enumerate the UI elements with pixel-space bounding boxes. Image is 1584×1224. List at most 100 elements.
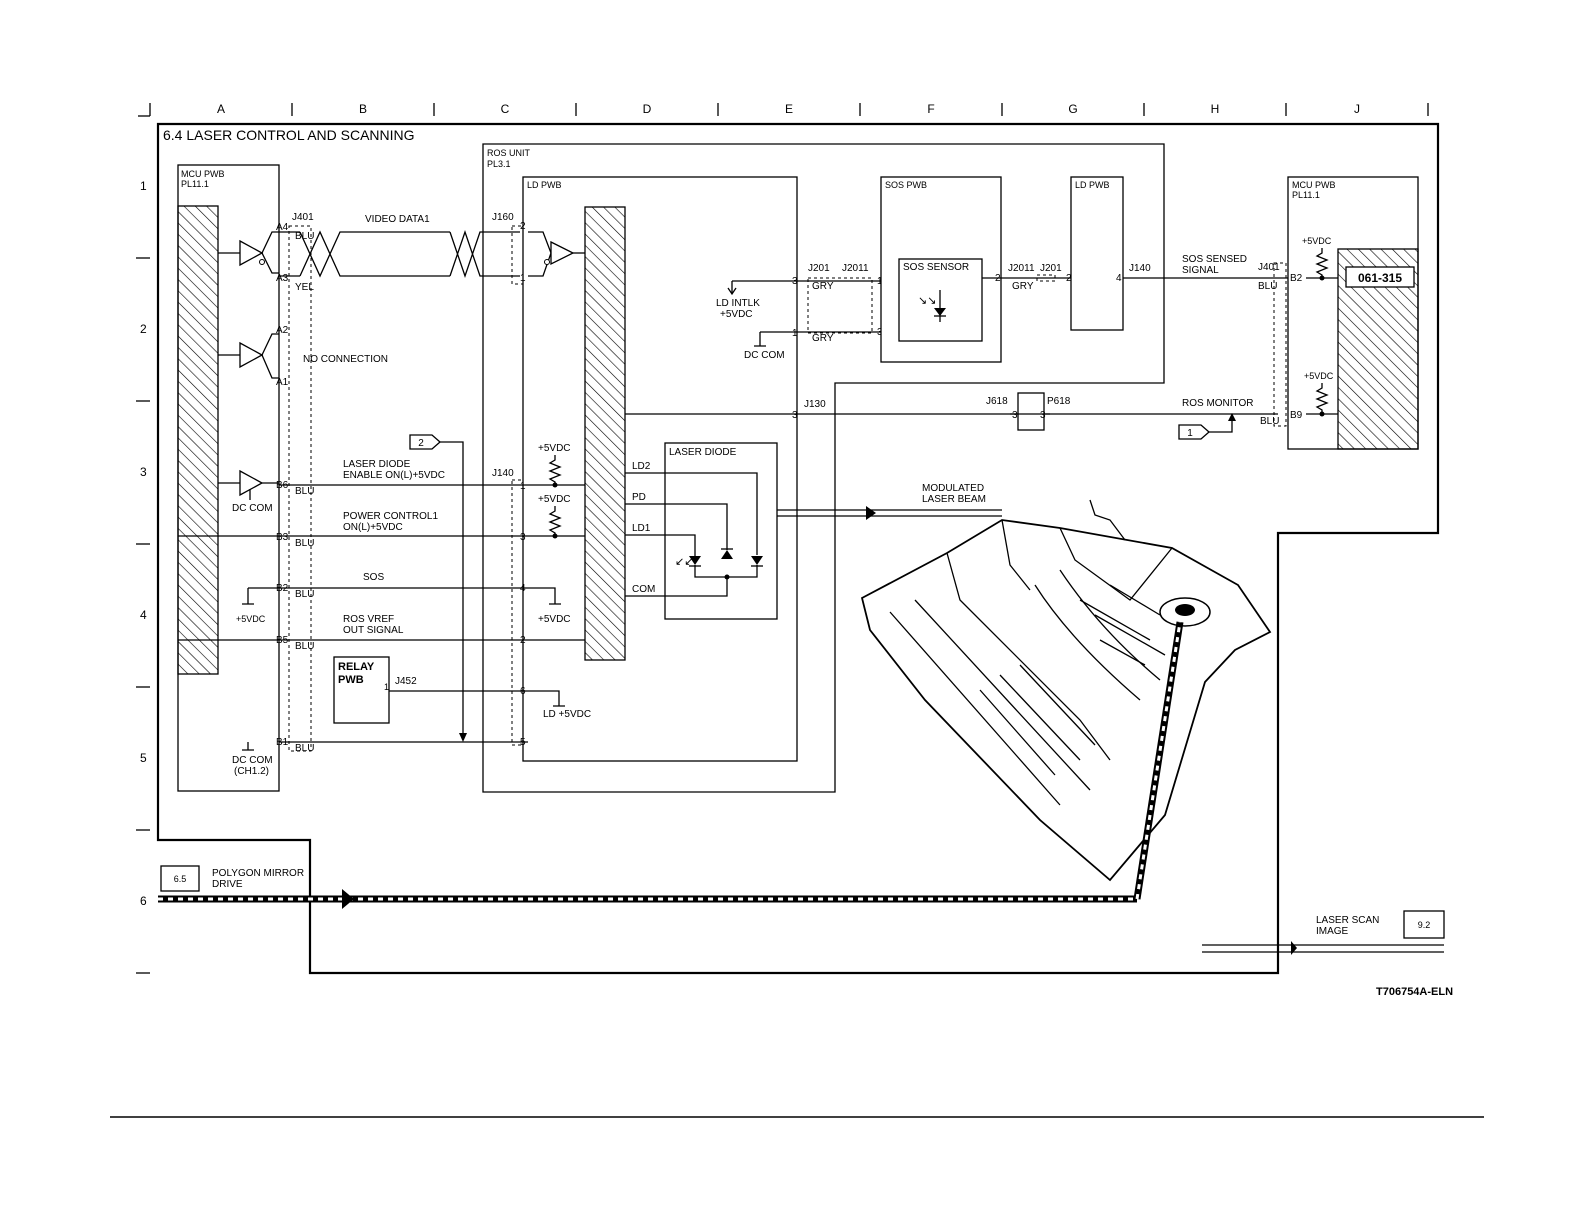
svg-text:ENABLE ON(L)+5VDC: ENABLE ON(L)+5VDC [343, 470, 445, 481]
sos-sensed-signal: SOS SENSED SIGNAL J401 BLU [1182, 254, 1287, 427]
modulated-beam: MODULATED LASER BEAM [777, 483, 1002, 520]
svg-text:J452: J452 [395, 676, 417, 687]
svg-text:PD: PD [632, 492, 646, 503]
svg-text:+5VDC: +5VDC [236, 614, 266, 624]
svg-text:GRY: GRY [812, 333, 834, 344]
svg-text:DC COM: DC COM [744, 350, 785, 361]
buffer-video [218, 231, 279, 274]
svg-text:DRIVE: DRIVE [212, 879, 243, 890]
svg-text:A3: A3 [276, 273, 289, 284]
relay-pwb: RELAY PWB 1 J452 6 LD +5VDC [333, 656, 591, 724]
svg-text:BLU: BLU [295, 231, 314, 242]
svg-text:OUT SIGNAL: OUT SIGNAL [343, 625, 404, 636]
svg-text:BLU: BLU [295, 486, 314, 497]
svg-text:BLU: BLU [1258, 281, 1277, 292]
svg-text:2: 2 [520, 635, 526, 646]
svg-text:SOS SENSED: SOS SENSED [1182, 254, 1247, 265]
svg-text:BLU: BLU [295, 538, 314, 549]
ld-pullups: +5VDC +5VDC [538, 443, 571, 539]
svg-text:LD1: LD1 [632, 523, 651, 534]
sos-pwb: SOS PWB SOS SENSOR ↘↘ [880, 176, 1002, 363]
j618-connector: J618 P618 3 3 [986, 392, 1071, 431]
svg-text:ROS MONITOR: ROS MONITOR [1182, 398, 1253, 409]
row-label: 2 [140, 322, 147, 336]
svg-text:9.2: 9.2 [1418, 920, 1431, 930]
svg-text:LASER DIODE: LASER DIODE [343, 459, 411, 470]
svg-text:DC COM: DC COM [232, 503, 273, 514]
page-title: 6.4 LASER CONTROL AND SCANNING [163, 127, 415, 143]
row-label: 5 [140, 751, 147, 765]
svg-text:PL11.1: PL11.1 [181, 179, 209, 189]
svg-text:+5VDC: +5VDC [538, 494, 571, 505]
svg-text:MODULATED: MODULATED [922, 483, 984, 494]
svg-text:BLU: BLU [1260, 416, 1279, 427]
svg-text:LD PWB: LD PWB [527, 180, 562, 190]
svg-text:P618: P618 [1047, 396, 1071, 407]
svg-text:COM: COM [632, 584, 655, 595]
svg-text:1: 1 [1187, 428, 1193, 439]
svg-text:2: 2 [418, 438, 424, 449]
svg-text:SIGNAL: SIGNAL [1182, 265, 1219, 276]
svg-text:PWB: PWB [338, 674, 364, 686]
svg-text:3: 3 [520, 532, 526, 543]
svg-text:LASER BEAM: LASER BEAM [922, 494, 986, 505]
mcu-pwb-left: MCU PWB PL11.1 [177, 164, 280, 792]
svg-text:+5VDC: +5VDC [538, 614, 571, 625]
svg-text:SOS: SOS [363, 572, 384, 583]
diagram-frame [156, 122, 1440, 975]
svg-text:GRY: GRY [1012, 281, 1034, 292]
svg-text:3: 3 [1012, 410, 1018, 421]
svg-text:3: 3 [1040, 410, 1046, 421]
svg-text:J140: J140 [492, 468, 514, 479]
svg-text:4: 4 [1116, 273, 1122, 284]
buffer-nc [218, 333, 279, 379]
polygon-drive: 6.5 POLYGON MIRROR DRIVE [158, 621, 1184, 909]
col-label: C [501, 102, 510, 116]
svg-text:↘↘: ↘↘ [918, 295, 936, 307]
svg-text:4: 4 [520, 583, 526, 594]
svg-text:2: 2 [995, 273, 1001, 284]
svg-text:SOS PWB: SOS PWB [885, 180, 927, 190]
svg-text:POLYGON MIRROR: POLYGON MIRROR [212, 868, 304, 879]
row-label: 4 [140, 608, 147, 622]
svg-text:BLU: BLU [295, 641, 314, 652]
svg-text:ROS UNIT: ROS UNIT [487, 148, 531, 158]
svg-text:3: 3 [792, 276, 798, 287]
svg-text:LD INTLK: LD INTLK [716, 298, 760, 309]
laser-scan-ref: LASER SCAN IMAGE 9.2 [1202, 910, 1445, 955]
col-label: D [643, 102, 652, 116]
svg-text:LASER SCAN: LASER SCAN [1316, 915, 1379, 926]
svg-text:2: 2 [520, 221, 526, 232]
svg-text:+5VDC: +5VDC [538, 443, 571, 454]
svg-text:3: 3 [877, 327, 883, 338]
svg-text:POWER CONTROL1: POWER CONTROL1 [343, 511, 438, 522]
col-label: A [217, 102, 225, 116]
svg-text:PL3.1: PL3.1 [487, 159, 511, 169]
svg-text:LD +5VDC: LD +5VDC [543, 709, 591, 720]
svg-text:1: 1 [877, 276, 883, 287]
col-label: H [1211, 102, 1220, 116]
svg-text:↙↙: ↙↙ [675, 556, 693, 568]
col-label: G [1068, 102, 1077, 116]
row-label: 1 [140, 179, 147, 193]
svg-text:LD2: LD2 [632, 461, 651, 472]
svg-text:1: 1 [792, 328, 798, 339]
svg-text:ROS VREF: ROS VREF [343, 614, 394, 625]
svg-text:1: 1 [384, 682, 389, 692]
svg-text:A2: A2 [276, 325, 289, 336]
svg-text:(CH1.2): (CH1.2) [234, 766, 269, 777]
svg-text:J618: J618 [986, 396, 1008, 407]
ros-monitor: ROS MONITOR BLU 1 [1178, 398, 1279, 440]
svg-text:+5VDC: +5VDC [720, 309, 753, 320]
sos-connectors: J201 J2011 GRY GRY 1 3 [797, 263, 896, 344]
svg-text:J2011: J2011 [842, 263, 869, 274]
sos-sensor-label: SOS SENSOR [903, 262, 969, 273]
svg-text:J401: J401 [292, 212, 314, 223]
svg-text:J201: J201 [1040, 263, 1062, 274]
svg-text:1: 1 [520, 481, 526, 492]
svg-text:PL11.1: PL11.1 [1292, 190, 1320, 200]
svg-text:6.5: 6.5 [174, 874, 187, 884]
mcu-pwb-right: MCU PWB PL11.1 B2 B9 +5VDC +5VDC 061-315 [1287, 176, 1419, 450]
figure-id: T706754A-ELN [1376, 986, 1453, 998]
